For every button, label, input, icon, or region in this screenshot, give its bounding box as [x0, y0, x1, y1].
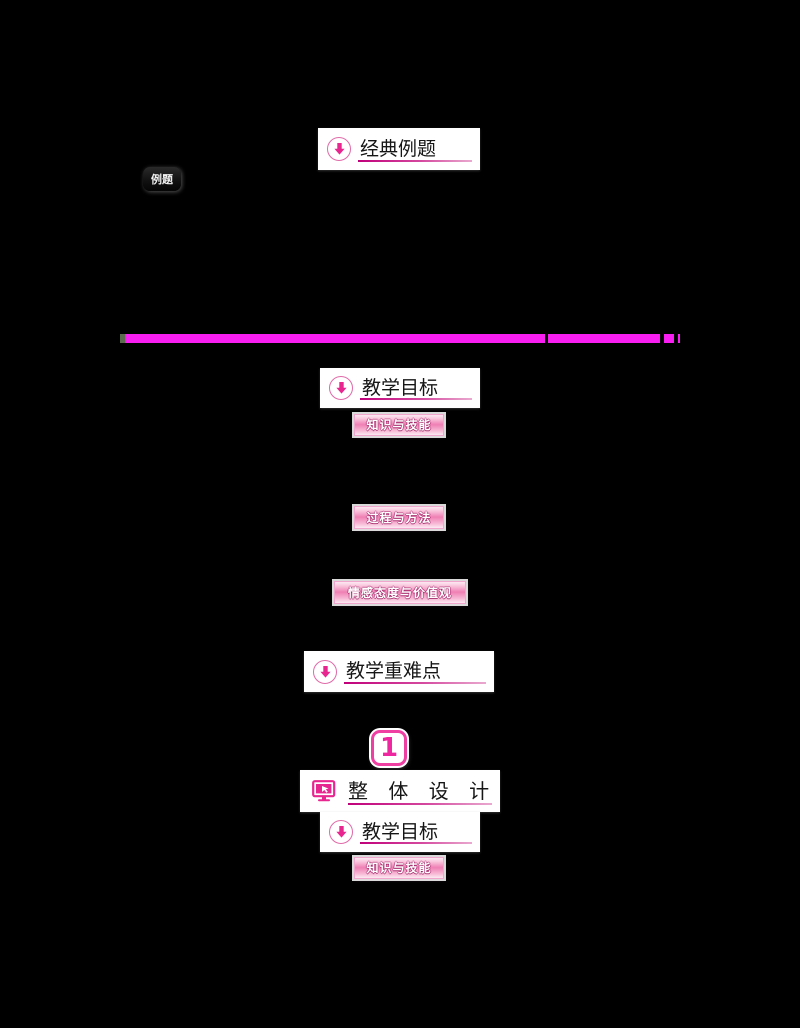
section-header-key-difficult-points: 教学重难点 — [304, 651, 494, 692]
header-underline — [358, 160, 472, 162]
example-chip-label: 例题 — [151, 172, 173, 186]
header-underline — [360, 842, 472, 844]
divider-nub — [120, 334, 125, 343]
divider-segment — [125, 334, 545, 343]
section-header-teaching-goals-top: 教学目标 — [320, 368, 480, 408]
badge-knowledge-and-skills-bottom: 知识与技能 — [354, 857, 444, 879]
header-underline — [360, 398, 472, 400]
header-underline — [344, 682, 486, 684]
badge-process-and-method: 过程与方法 — [354, 506, 444, 529]
example-thumbnail-chip: 例题 — [143, 167, 181, 191]
badge-attitude-and-values: 情感态度与价值观 — [334, 581, 466, 604]
divider-segment — [678, 334, 680, 343]
badge-label: 知识与技能 — [366, 861, 432, 875]
download-arrow-icon — [313, 659, 337, 684]
section-title-overall-design: 整 体 设 计 — [348, 779, 497, 803]
section-title-teaching-goals-top: 教学目标 — [362, 376, 439, 399]
section-title-key-difficult-points: 教学重难点 — [346, 660, 442, 682]
magenta-divider-bar — [120, 334, 680, 343]
section-number-label: 1 — [379, 733, 399, 763]
badge-label: 知识与技能 — [366, 418, 432, 432]
section-header-overall-design: 整 体 设 计 — [300, 770, 500, 812]
section-header-classic-examples: 经典例题 — [318, 128, 480, 170]
header-underline — [348, 803, 492, 805]
badge-knowledge-and-skills: 知识与技能 — [354, 414, 444, 436]
section-title-classic-examples: 经典例题 — [360, 137, 437, 160]
badge-label: 情感态度与价值观 — [347, 585, 452, 600]
download-arrow-icon — [329, 820, 353, 844]
download-arrow-icon — [329, 376, 353, 400]
badge-label: 过程与方法 — [366, 510, 432, 525]
section-title-teaching-goals-bottom: 教学目标 — [362, 820, 439, 843]
download-arrow-icon — [327, 137, 351, 161]
divider-segment — [548, 334, 660, 343]
monitor-icon — [312, 780, 336, 802]
section-number-badge: 1 — [371, 730, 407, 766]
section-header-teaching-goals-bottom: 教学目标 — [320, 812, 480, 852]
divider-segment — [664, 334, 674, 343]
